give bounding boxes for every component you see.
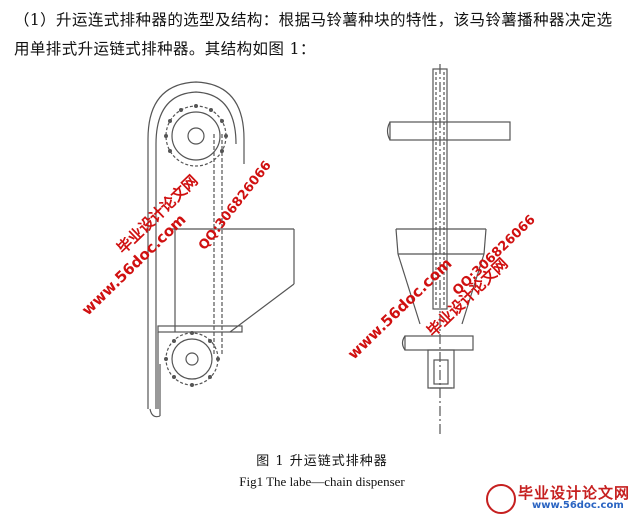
paragraph-line-1: （1）升运连式排种器的选型及结构：根据马铃薯种块的特性，该马铃薯播种器决定选 (14, 11, 613, 29)
logo-title: 毕业设计论文网 (518, 484, 631, 502)
hopper-right (395, 228, 487, 325)
dispenser-diagram (147, 64, 511, 434)
chain-right (432, 68, 448, 310)
chain-left (213, 134, 223, 354)
base-plate (157, 325, 243, 333)
figure-caption-en: Fig1 The labe—chain dispenser (239, 474, 405, 489)
upper-sprocket (165, 105, 227, 167)
logo-url: www.56doc.com (532, 500, 624, 511)
hopper-left (170, 228, 295, 333)
intro-paragraph: （1）升运连式排种器的选型及结构：根据马铃薯种块的特性，该马铃薯播种器决定选 用… (14, 6, 634, 64)
sprocket-teeth (164, 104, 228, 387)
paragraph-line-2: 用单排式升运链式排种器。其结构如图 1： (14, 40, 316, 58)
figure-caption-cn: 图 1 升运链式排种器 (256, 454, 388, 469)
site-logo: 毕业设计论文网 www.56doc.com (480, 482, 640, 514)
upper-housing (147, 81, 245, 140)
bottom-housing (427, 349, 455, 389)
upper-shaft (386, 121, 511, 141)
logo-emblem-icon (486, 484, 516, 514)
